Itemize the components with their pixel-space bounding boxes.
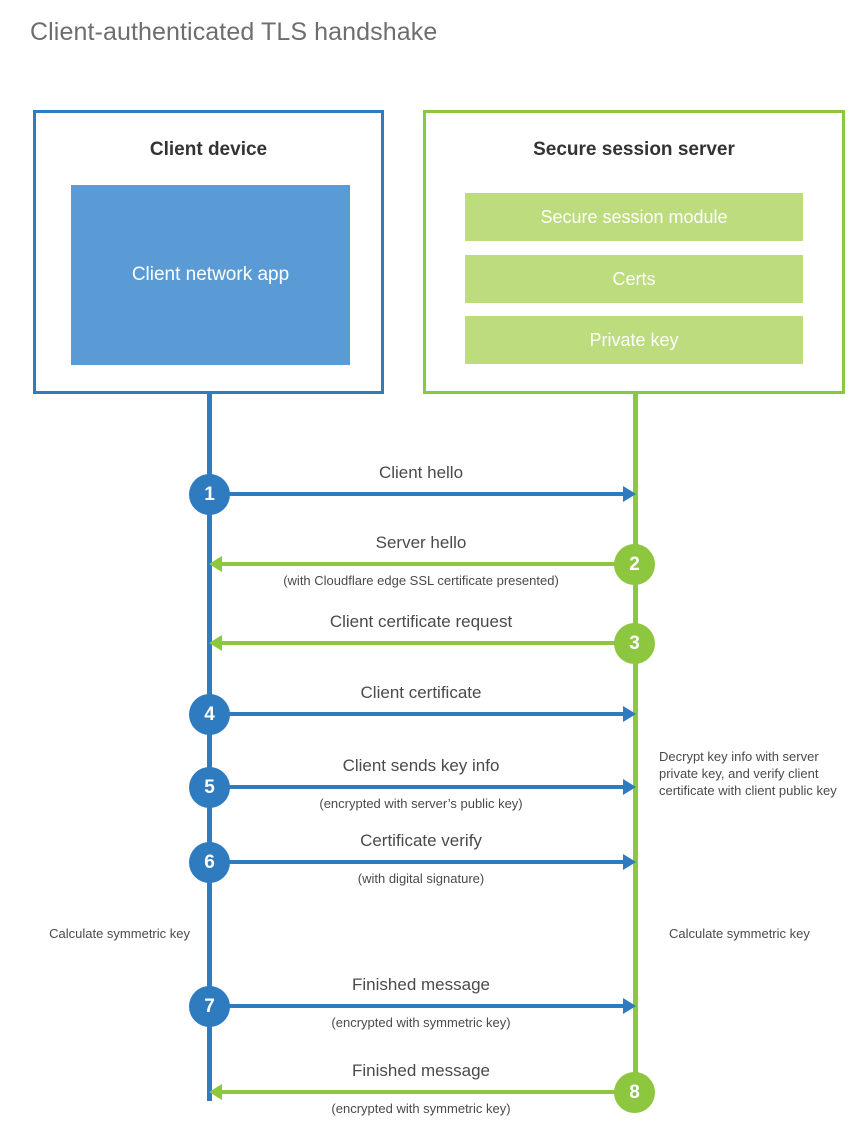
page-title: Client-authenticated TLS handshake <box>30 18 438 46</box>
server-process-note: Decrypt key info with server private key… <box>659 749 837 798</box>
message-sublabel-step-7: (encrypted with symmetric key) <box>331 1015 511 1030</box>
message-label-step-8: Finished message <box>352 1061 490 1080</box>
step-badge-4: 4 <box>189 694 230 735</box>
step-badge-6: 6 <box>189 842 230 883</box>
message-label-step-3: Client certificate request <box>329 612 513 631</box>
server-block-secure-session-module: Secure session module <box>465 193 803 241</box>
arrow-head-icon-step-8 <box>209 1084 222 1100</box>
arrow-head-icon-step-3 <box>209 635 222 651</box>
message-label-step-2: Server hello <box>375 533 467 552</box>
message-sublabel-step-8: (encrypted with symmetric key) <box>331 1101 511 1116</box>
step-badge-3: 3 <box>614 623 655 664</box>
client-device-box: Client device Client network app <box>33 110 384 394</box>
step-badge-5: 5 <box>189 767 230 808</box>
step-badge-1: 1 <box>189 474 230 515</box>
arrow-line-step-6 <box>209 860 625 864</box>
arrow-head-icon-step-2 <box>209 556 222 572</box>
arrow-head-icon-step-4 <box>623 706 636 722</box>
message-sublabel-step-5: (encrypted with server’s public key) <box>319 796 523 811</box>
arrow-line-step-8 <box>221 1090 635 1094</box>
arrow-line-step-5 <box>209 785 625 789</box>
client-calculate-symmetric-key-note: Calculate symmetric key <box>49 926 190 941</box>
secure-session-server-title: Secure session server <box>533 139 735 160</box>
server-block-certs: Certs <box>465 255 803 303</box>
arrow-line-step-4 <box>209 712 625 716</box>
step-badge-8: 8 <box>614 1072 655 1113</box>
step-badge-7: 7 <box>189 986 230 1027</box>
message-label-step-7: Finished message <box>352 975 490 994</box>
secure-session-server-box: Secure session server Secure session mod… <box>423 110 845 394</box>
arrow-head-icon-step-1 <box>623 486 636 502</box>
server-lifeline <box>633 393 638 1093</box>
message-sublabel-step-2: (with Cloudflare edge SSL certificate pr… <box>283 573 559 588</box>
client-lifeline <box>207 393 212 1101</box>
step-badge-2: 2 <box>614 544 655 585</box>
arrow-head-icon-step-5 <box>623 779 636 795</box>
message-label-step-5: Client sends key info <box>342 756 500 775</box>
client-device-title: Client device <box>149 139 268 160</box>
message-label-step-6: Certificate verify <box>360 831 482 850</box>
arrow-head-icon-step-6 <box>623 854 636 870</box>
arrow-line-step-1 <box>209 492 625 496</box>
arrow-line-step-7 <box>209 1004 625 1008</box>
message-sublabel-step-6: (with digital signature) <box>357 871 485 886</box>
arrow-line-step-2 <box>221 562 635 566</box>
client-network-app-block: Client network app <box>71 185 350 365</box>
server-calculate-symmetric-key-note: Calculate symmetric key <box>669 926 810 941</box>
arrow-head-icon-step-7 <box>623 998 636 1014</box>
arrow-line-step-3 <box>221 641 635 645</box>
server-block-private-key: Private key <box>465 316 803 364</box>
message-label-step-4: Client certificate <box>360 683 482 702</box>
message-label-step-1: Client hello <box>378 463 464 482</box>
